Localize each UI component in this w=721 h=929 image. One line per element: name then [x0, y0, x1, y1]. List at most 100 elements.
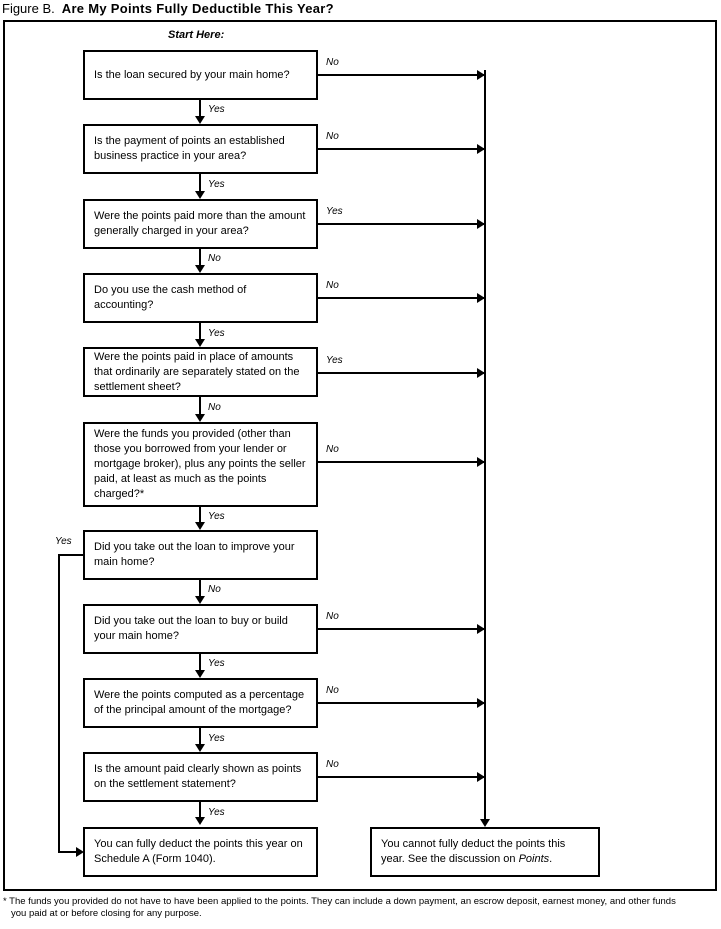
- decision-box-q7-text: Did you take out the loan to improve you…: [94, 541, 295, 568]
- connector-q8-q9: [199, 654, 201, 670]
- edge-label-q8-down: Yes: [208, 658, 225, 669]
- arrow-q9-q10: [195, 744, 205, 752]
- terminal-box-fully-deductible[interactable]: You can fully deduct the points this yea…: [83, 827, 318, 877]
- terminal-box-not-fully-deductible[interactable]: You cannot fully deduct the points this …: [370, 827, 600, 877]
- edge-label-q9-right: No: [326, 685, 339, 696]
- decision-box-q6[interactable]: Were the funds you provided (other than …: [83, 422, 318, 507]
- not-deductible-italic-points: Points: [518, 853, 550, 865]
- arrow-left-bypass-into-terminal: [76, 847, 84, 857]
- connector-q9-q10: [199, 728, 201, 744]
- arrow-q10-terminal: [195, 817, 205, 825]
- arrow-q1-right: [477, 70, 485, 80]
- edge-label-q3-down: No: [208, 253, 221, 264]
- connector-q1-q2: [199, 100, 201, 116]
- branch-line-q10-right: [318, 776, 486, 778]
- connector-q3-q4: [199, 249, 201, 265]
- arrow-q7-q8: [195, 596, 205, 604]
- decision-box-q4[interactable]: Do you use the cash method of accounting…: [83, 273, 318, 323]
- figure-title: Figure B. Are My Points Fully Deductible …: [2, 0, 702, 18]
- arrow-q3-right: [477, 219, 485, 229]
- connector-q6-q7: [199, 507, 201, 522]
- decision-box-q6-text: Were the funds you provided (other than …: [94, 428, 306, 500]
- edge-label-q10-right: No: [326, 759, 339, 770]
- connector-q7-q8: [199, 580, 201, 596]
- branch-line-q6-right: [318, 461, 486, 463]
- edge-label-q2-down: Yes: [208, 179, 225, 190]
- left-bypass-into-terminal: [58, 851, 82, 853]
- right-collector-line: [484, 70, 486, 821]
- decision-box-q3-text: Were the points paid more than the amoun…: [94, 210, 306, 237]
- branch-line-q4-right: [318, 297, 486, 299]
- not-deductible-text-part1: You cannot fully deduct the points this …: [381, 838, 566, 865]
- arrow-q2-right: [477, 144, 485, 154]
- edge-label-q6-down: Yes: [208, 511, 225, 522]
- arrow-q3-q4: [195, 265, 205, 273]
- connector-q2-q3: [199, 174, 201, 191]
- arrow-q4-q5: [195, 339, 205, 347]
- edge-label-q5-right: Yes: [326, 355, 343, 366]
- arrow-q8-right: [477, 624, 485, 634]
- arrow-q5-q6: [195, 414, 205, 422]
- edge-label-q8-right: No: [326, 611, 339, 622]
- arrow-into-not-deductible: [480, 819, 490, 827]
- edge-label-q5-down: No: [208, 402, 221, 413]
- edge-label-q6-right: No: [326, 444, 339, 455]
- decision-box-q7[interactable]: Did you take out the loan to improve you…: [83, 530, 318, 580]
- edge-label-q1-down: Yes: [208, 104, 225, 115]
- branch-line-q3-right: [318, 223, 486, 225]
- start-here-label: Start Here:: [168, 29, 225, 41]
- edge-label-q4-down: Yes: [208, 328, 225, 339]
- decision-box-q3[interactable]: Were the points paid more than the amoun…: [83, 199, 318, 249]
- arrow-q5-right: [477, 368, 485, 378]
- footnote: * The funds you provided do not have to …: [3, 896, 718, 920]
- branch-line-q8-right: [318, 628, 486, 630]
- decision-box-q4-text: Do you use the cash method of accounting…: [94, 284, 247, 311]
- figure-label: Figure B.: [2, 1, 55, 16]
- arrow-q4-right: [477, 293, 485, 303]
- connector-q4-q5: [199, 323, 201, 339]
- edge-label-q4-right: No: [326, 280, 339, 291]
- terminal-box-fully-deductible-text: You can fully deduct the points this yea…: [94, 838, 303, 865]
- decision-box-q5-text: Were the points paid in place of amounts…: [94, 350, 300, 393]
- footnote-marker: *: [3, 896, 7, 907]
- decision-box-q10[interactable]: Is the amount paid clearly shown as poin…: [83, 752, 318, 802]
- branch-line-q1-right: [318, 74, 486, 76]
- decision-box-q9[interactable]: Were the points computed as a percentage…: [83, 678, 318, 728]
- footnote-line-1-text: The funds you provided do not have to ha…: [9, 896, 676, 907]
- terminal-box-not-fully-deductible-text: You cannot fully deduct the points this …: [372, 837, 598, 867]
- arrow-q1-q2: [195, 116, 205, 124]
- decision-box-q10-text: Is the amount paid clearly shown as poin…: [94, 763, 302, 790]
- arrow-q6-q7: [195, 522, 205, 530]
- figure-title-text: Are My Points Fully Deductible This Year…: [61, 1, 334, 16]
- edge-label-q10-down: Yes: [208, 807, 225, 818]
- decision-box-q2[interactable]: Is the payment of points an established …: [83, 124, 318, 174]
- arrow-q10-right: [477, 772, 485, 782]
- arrow-q8-q9: [195, 670, 205, 678]
- decision-box-q9-text: Were the points computed as a percentage…: [94, 689, 305, 716]
- branch-line-q2-right: [318, 148, 486, 150]
- figure-border: [3, 20, 717, 891]
- edge-label-q9-down: Yes: [208, 733, 225, 744]
- edge-label-q7-down: No: [208, 584, 221, 595]
- arrow-q9-right: [477, 698, 485, 708]
- footnote-line-1: * The funds you provided do not have to …: [3, 896, 718, 908]
- connector-q10-terminal: [199, 802, 201, 817]
- edge-label-q2-right: No: [326, 131, 339, 142]
- decision-box-q5[interactable]: Were the points paid in place of amounts…: [83, 347, 318, 397]
- connector-q5-q6: [199, 397, 201, 414]
- not-deductible-text-part2: .: [549, 853, 553, 865]
- arrow-q2-q3: [195, 191, 205, 199]
- branch-line-q7-left: [58, 554, 85, 556]
- footnote-line-2: you paid at or before closing for any pu…: [11, 908, 202, 919]
- decision-box-q1[interactable]: Is the loan secured by your main home?: [83, 50, 318, 100]
- branch-line-q9-right: [318, 702, 486, 704]
- left-bypass-vertical-line: [58, 554, 60, 852]
- arrow-q6-right: [477, 457, 485, 467]
- branch-line-q5-right: [318, 372, 486, 374]
- decision-box-q8-text: Did you take out the loan to buy or buil…: [94, 615, 288, 642]
- decision-box-q2-text: Is the payment of points an established …: [94, 135, 285, 162]
- decision-box-q1-text: Is the loan secured by your main home?: [94, 68, 290, 81]
- decision-box-q8[interactable]: Did you take out the loan to buy or buil…: [83, 604, 318, 654]
- edge-label-q7-left: Yes: [55, 536, 72, 547]
